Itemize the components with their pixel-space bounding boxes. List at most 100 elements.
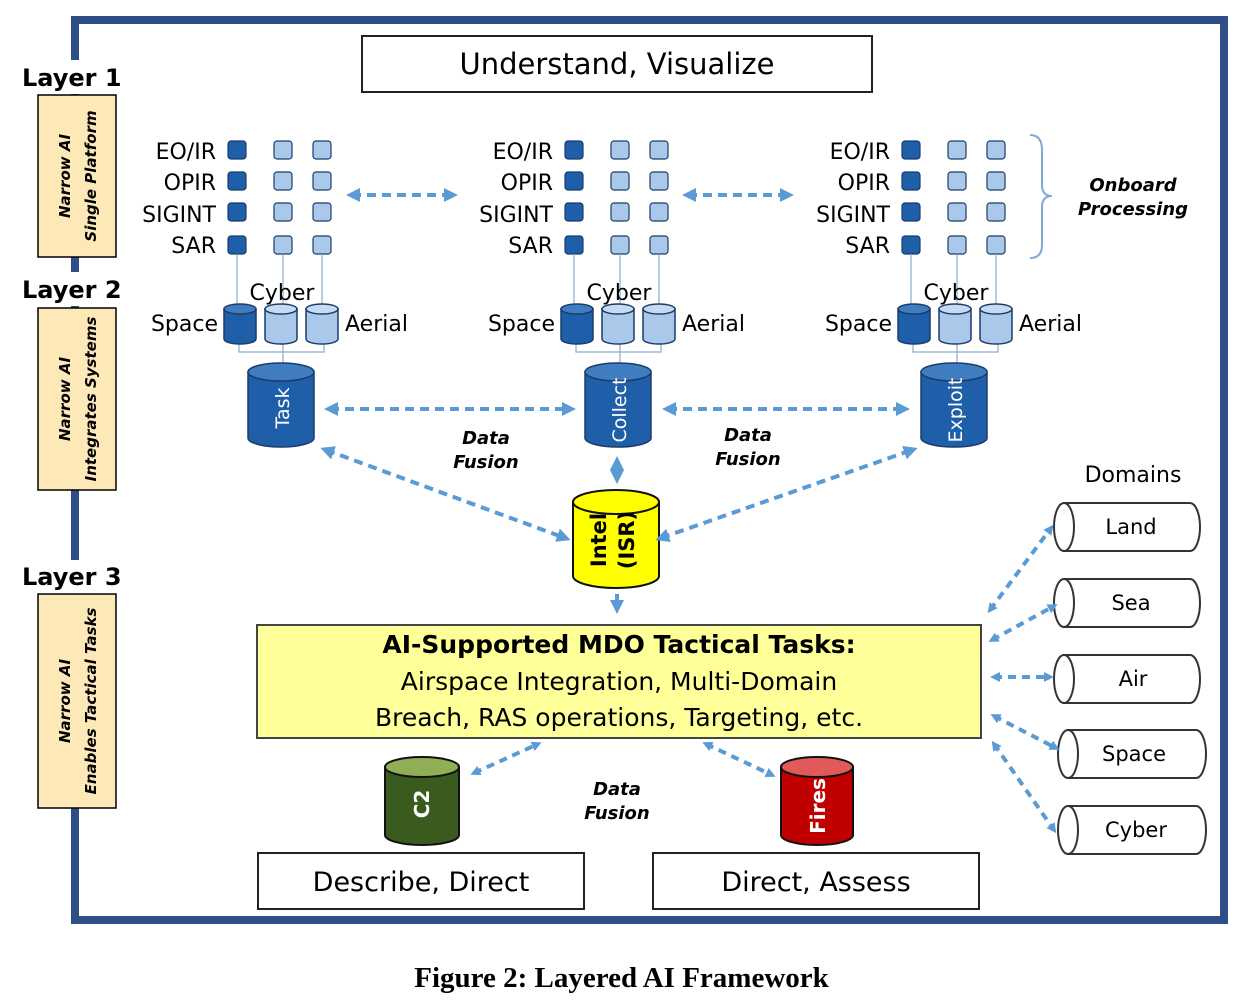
data-fusion-label-1b: Fusion bbox=[453, 452, 518, 473]
sensor-cell bbox=[986, 171, 1006, 191]
sensor-cell bbox=[947, 171, 967, 191]
sensor-cell bbox=[649, 140, 669, 160]
system-cylinder-aerial bbox=[642, 303, 676, 345]
sensor-cell bbox=[947, 235, 967, 255]
layer-1-label: Layer 1 bbox=[22, 64, 122, 92]
sensor-group-2: EO/IR OPIR SIGINT SAR bbox=[479, 140, 553, 259]
sensor-cell bbox=[610, 171, 630, 191]
layer-3-badge bbox=[37, 593, 117, 809]
system-cylinder-space bbox=[560, 303, 594, 345]
connector-line bbox=[575, 343, 662, 353]
sensor-label-opir: OPIR bbox=[501, 171, 553, 196]
sensor-cell bbox=[901, 202, 921, 222]
system-group-1: Cyber Space Aerial bbox=[151, 281, 408, 337]
sensor-cell bbox=[564, 140, 584, 160]
layer-2-label: Layer 2 bbox=[22, 276, 122, 304]
sensor-label-eoir: EO/IR bbox=[830, 140, 890, 165]
onboard-label-1: Onboard bbox=[1089, 175, 1177, 196]
sensor-cell bbox=[986, 140, 1006, 160]
sensor-cell bbox=[986, 235, 1006, 255]
sensor-cell bbox=[901, 140, 921, 160]
domain-label-space: Space bbox=[1102, 742, 1166, 766]
system-label-cyber: Cyber bbox=[587, 281, 653, 306]
layer-3-sub-2: Enables Tactical Tasks bbox=[82, 608, 100, 795]
mdo-title: AI-Supported MDO Tactical Tasks: bbox=[382, 630, 855, 659]
domain-cylinder-air bbox=[1053, 654, 1201, 704]
sensor-label-eoir: EO/IR bbox=[493, 140, 553, 165]
sensor-cell bbox=[947, 202, 967, 222]
cylinder-exploit bbox=[920, 362, 988, 448]
data-fusion-label-2b: Fusion bbox=[715, 449, 780, 470]
onboard-brace bbox=[1029, 134, 1053, 259]
connector-line bbox=[912, 343, 999, 353]
sensor-cell bbox=[564, 202, 584, 222]
domain-cylinders bbox=[1053, 502, 1207, 855]
cylinder-task bbox=[247, 362, 315, 448]
sensor-label-sar: SAR bbox=[845, 234, 890, 259]
task-collect-exploit-cylinders bbox=[247, 362, 988, 448]
sensor-group-3: EO/IR OPIR SIGINT SAR bbox=[816, 140, 890, 259]
domain-label-sea: Sea bbox=[1111, 591, 1150, 615]
system-label-space: Space bbox=[825, 312, 892, 337]
connector-line bbox=[238, 343, 325, 353]
domain-label-cyber: Cyber bbox=[1105, 818, 1167, 842]
system-cylinder-cyber bbox=[601, 303, 635, 345]
sensor-cell bbox=[273, 202, 293, 222]
sensor-label-opir: OPIR bbox=[838, 171, 890, 196]
system-cylinder-cyber bbox=[938, 303, 972, 345]
intel-label-2: (ISR) bbox=[615, 511, 639, 569]
system-cylinder-aerial bbox=[979, 303, 1013, 345]
sensor-label-sigint: SIGINT bbox=[142, 203, 216, 228]
system-label-cyber: Cyber bbox=[924, 281, 990, 306]
sensor-cell bbox=[227, 171, 247, 191]
system-group-3: Cyber Space Aerial bbox=[825, 281, 1082, 337]
sensor-cell bbox=[564, 235, 584, 255]
layer-3-sub-1: Narrow AI bbox=[56, 659, 74, 743]
sensor-cell bbox=[901, 235, 921, 255]
system-cylinder-cyber bbox=[264, 303, 298, 345]
figure-caption: Figure 2: Layered AI Framework bbox=[414, 962, 829, 994]
sensor-label-opir: OPIR bbox=[164, 171, 216, 196]
sensor-label-sigint: SIGINT bbox=[479, 203, 553, 228]
sensor-cell bbox=[273, 235, 293, 255]
system-label-aerial: Aerial bbox=[345, 312, 408, 337]
sensor-cell bbox=[986, 202, 1006, 222]
describe-direct-text: Describe, Direct bbox=[313, 867, 530, 898]
data-fusion-label-3a: Data bbox=[593, 779, 641, 800]
sensor-label-sar: SAR bbox=[171, 234, 216, 259]
sensor-cell bbox=[273, 171, 293, 191]
arrow-mdo-land bbox=[987, 524, 1054, 614]
sensor-cell bbox=[947, 140, 967, 160]
onboard-label-2: Processing bbox=[1078, 199, 1188, 220]
system-cylinder-space bbox=[223, 303, 257, 345]
layer-2-badge bbox=[37, 307, 117, 491]
data-fusion-label-3b: Fusion bbox=[584, 803, 649, 824]
connector-lines bbox=[236, 254, 999, 372]
sensor-cell bbox=[649, 202, 669, 222]
cylinder-label-task: Task bbox=[272, 387, 294, 429]
arrows bbox=[320, 188, 1060, 834]
domain-cylinder-land bbox=[1053, 502, 1201, 552]
sensor-cell bbox=[610, 202, 630, 222]
sensor-cell bbox=[227, 140, 247, 160]
sensor-cell bbox=[312, 171, 332, 191]
c2-label: C2 bbox=[410, 790, 434, 819]
layer-1-sub-2: Single Platform bbox=[82, 110, 100, 241]
system-group-2: Cyber Space Aerial bbox=[488, 281, 745, 337]
mdo-line-2: Breach, RAS operations, Targeting, etc. bbox=[375, 703, 863, 732]
system-label-space: Space bbox=[488, 312, 555, 337]
direct-assess-text: Direct, Assess bbox=[721, 867, 910, 898]
sensor-cell bbox=[564, 171, 584, 191]
sensor-group-1: EO/IR OPIR SIGINT SAR bbox=[142, 140, 216, 259]
domain-cylinder-space bbox=[1057, 729, 1207, 779]
arrow-mdo-cyber bbox=[991, 740, 1057, 834]
layer-3-label: Layer 3 bbox=[22, 563, 122, 591]
system-cylinders bbox=[223, 303, 1013, 345]
sensor-cell bbox=[273, 140, 293, 160]
sensor-cell bbox=[610, 140, 630, 160]
system-label-aerial: Aerial bbox=[682, 312, 745, 337]
sensor-label-sigint: SIGINT bbox=[816, 203, 890, 228]
domains-title: Domains bbox=[1085, 463, 1182, 488]
layer-2-sub-1: Narrow AI bbox=[56, 357, 74, 441]
domain-label-land: Land bbox=[1105, 515, 1156, 539]
